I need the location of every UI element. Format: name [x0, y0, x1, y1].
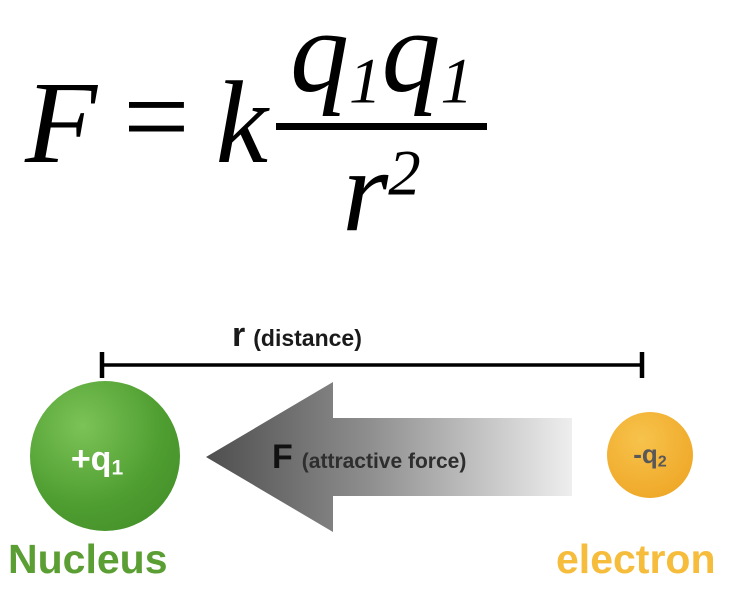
attractive-force-arrow-icon [206, 382, 572, 532]
electron-caption: electron [556, 536, 716, 582]
force-symbol: F [272, 438, 293, 476]
formula-constant-k: k [215, 57, 269, 189]
formula-numerator: q1q1 [276, 0, 487, 114]
coulomb-formula: F = k q1q1 r2 [25, 0, 487, 250]
force-label: F (attractive force) [272, 438, 572, 477]
formula-fraction: q1q1 r2 [276, 0, 487, 250]
electron-charge-label: -q2 [633, 439, 667, 472]
formula-denominator: r2 [328, 132, 434, 250]
denominator-r: r [342, 125, 389, 257]
distance-label: r (distance) [232, 316, 492, 355]
nucleus-charge-label: +q1 [71, 440, 123, 481]
force-caption: (attractive force) [301, 450, 467, 473]
denominator-exponent: 2 [388, 137, 421, 210]
numerator-q2-subscript: 1 [440, 45, 473, 118]
formula-equals-sign: = [123, 51, 190, 183]
nucleus-charge-base: +q [70, 439, 112, 478]
distance-symbol: r [232, 316, 246, 354]
nucleus-circle: +q1 [30, 381, 180, 531]
fraction-bar [276, 123, 487, 131]
distance-measure-line [99, 352, 645, 378]
electron-charge-base: -q [633, 438, 658, 469]
electron-circle: -q2 [607, 412, 693, 498]
numerator-q1: q [290, 0, 350, 117]
electron-charge-subscript: 2 [657, 452, 667, 471]
nucleus-caption: Nucleus [8, 536, 168, 582]
numerator-q1-subscript: 1 [349, 45, 382, 118]
nucleus-charge-subscript: 1 [111, 456, 124, 480]
numerator-q2: q [381, 0, 441, 117]
formula-force-symbol: F [25, 57, 98, 189]
distance-caption: (distance) [253, 325, 362, 351]
